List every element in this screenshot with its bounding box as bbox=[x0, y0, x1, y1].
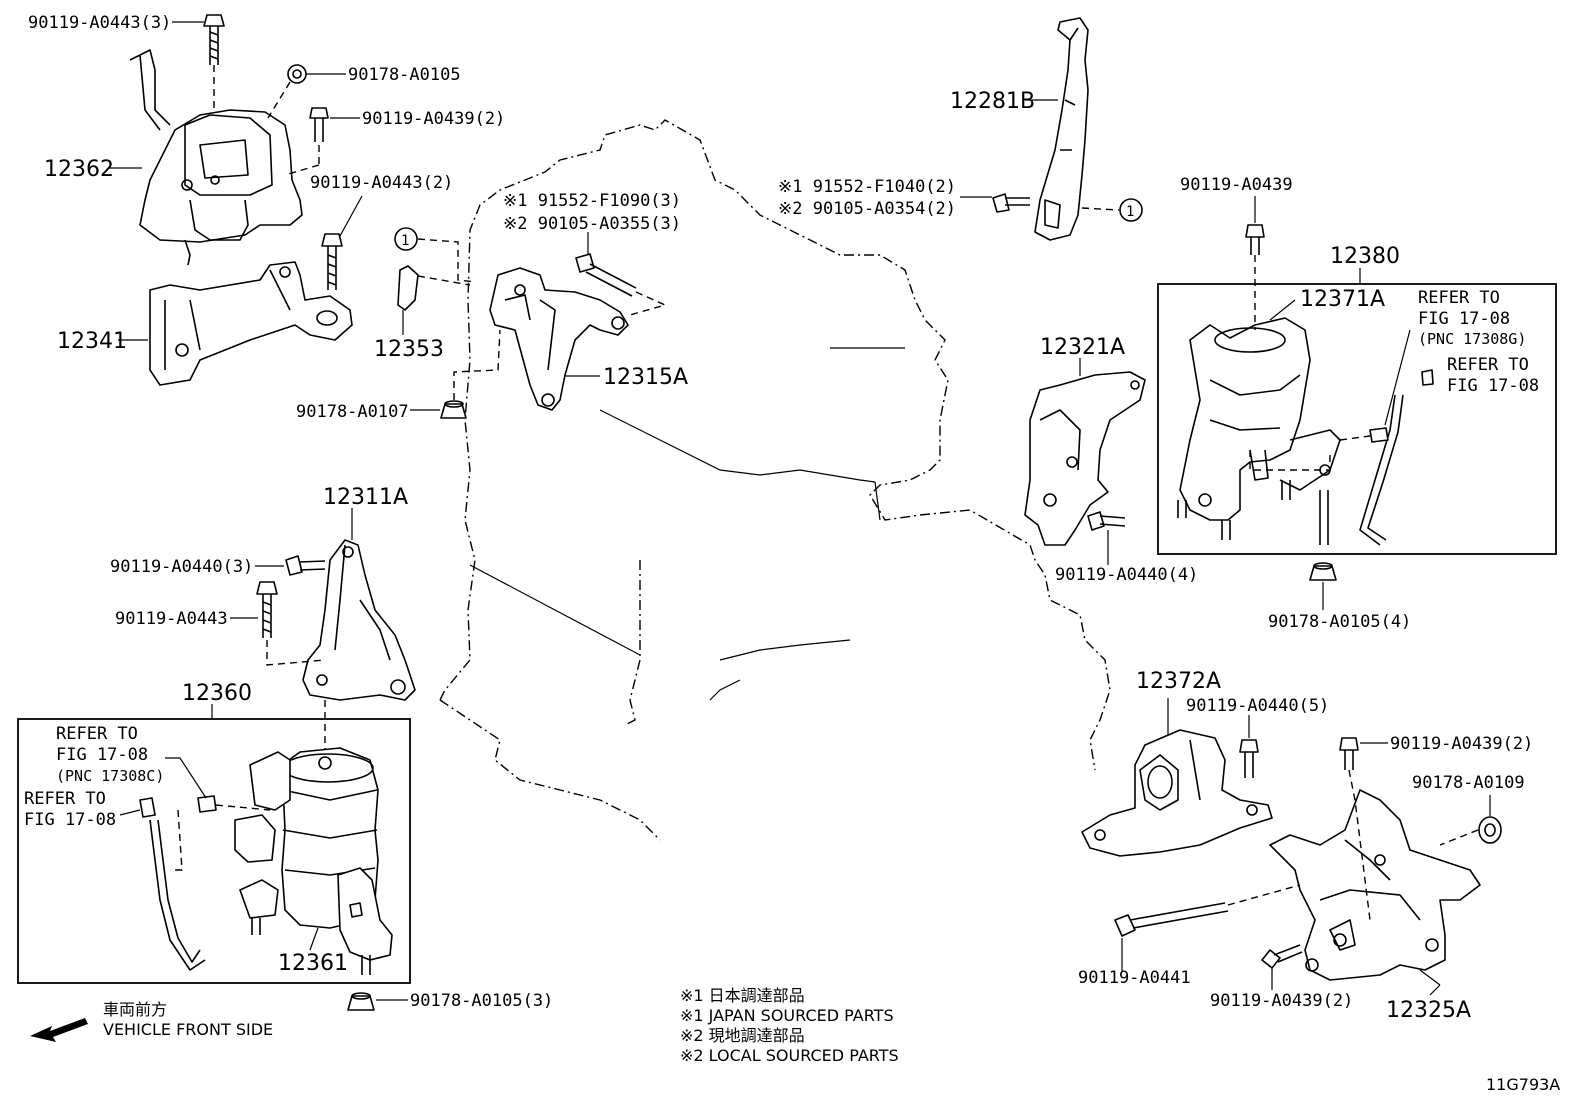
vehicle-front-arrow-icon bbox=[30, 1018, 88, 1042]
engine-outline bbox=[439, 119, 1111, 841]
front-label-jp: 車両前方 bbox=[103, 1000, 167, 1019]
part-12325a-bracket bbox=[1269, 789, 1481, 981]
legend-jp1: ※1 日本調達部品 bbox=[680, 986, 805, 1005]
bolt-icon-a0439-right bbox=[1245, 224, 1265, 255]
ref-right-1-line2: FIG 17-08 bbox=[1418, 309, 1510, 329]
label-90178-a0109: 90178-A0109 bbox=[1412, 773, 1525, 793]
label-90119-a0441: 90119-A0441 bbox=[1078, 968, 1191, 988]
nut-icon-a0105-3 bbox=[347, 992, 375, 1011]
label-12321a: 12321A bbox=[1040, 335, 1125, 360]
labels: 90119-A0443(3) 90178-A0105 90119-A0439(2… bbox=[24, 13, 1560, 1094]
label-90178-a0105-4: 90178-A0105(4) bbox=[1268, 612, 1411, 632]
part-12372a-mount bbox=[1081, 729, 1273, 857]
part-12371a-mount bbox=[1177, 317, 1341, 545]
label-12360: 12360 bbox=[182, 681, 252, 706]
label-90178-a0105-3: 90178-A0105(3) bbox=[410, 991, 553, 1011]
legend-jp2: ※2 現地調達部品 bbox=[680, 1026, 805, 1045]
part-12281b-bracket bbox=[1034, 17, 1089, 241]
legend-en1: ※1 JAPAN SOURCED PARTS bbox=[680, 1006, 894, 1025]
nut-icon-a0105-4 bbox=[1309, 562, 1337, 581]
front-label-en: VEHICLE FRONT SIDE bbox=[103, 1020, 273, 1039]
label-90178-a0107: 90178-A0107 bbox=[296, 402, 409, 422]
label-90105-a0354: ※2 90105-A0354(2) bbox=[778, 199, 956, 219]
label-91552-f1090: ※1 91552-F1090(3) bbox=[503, 191, 681, 211]
hose-left bbox=[139, 795, 217, 971]
part-12361-mount bbox=[234, 747, 393, 975]
label-90119-a0440-3: 90119-A0440(3) bbox=[110, 557, 253, 577]
label-12372a: 12372A bbox=[1136, 669, 1221, 694]
label-90119-a0443-2: 90119-A0443(2) bbox=[310, 173, 453, 193]
ref-left-1-line1: REFER TO bbox=[56, 724, 138, 744]
label-90119-a0439-2-bot: 90119-A0439(2) bbox=[1210, 991, 1353, 1011]
label-12325a: 12325A bbox=[1386, 998, 1471, 1023]
bolt-icon-a0355 bbox=[575, 253, 637, 297]
nut-icon-a0109 bbox=[1478, 816, 1502, 844]
nut-icon-a0105 bbox=[287, 64, 307, 84]
label-90119-a0439-2-br: 90119-A0439(2) bbox=[1390, 734, 1533, 754]
callout-circle-1-right bbox=[1119, 198, 1143, 222]
bolt-icon-a0443-2 bbox=[321, 233, 343, 290]
label-90119-a0443: 90119-A0443 bbox=[115, 609, 228, 629]
label-12315a: 12315A bbox=[603, 365, 688, 390]
ref-right-2-line1: REFER TO bbox=[1447, 355, 1529, 375]
label-90119-a0440-4: 90119-A0440(4) bbox=[1055, 565, 1198, 585]
bolt-icon-a0443 bbox=[256, 581, 278, 638]
bolt-icon-f1040 bbox=[992, 193, 1030, 213]
ref-left-2-line2: FIG 17-08 bbox=[24, 810, 116, 830]
label-12361: 12361 bbox=[278, 951, 348, 976]
label-12341: 12341 bbox=[57, 329, 127, 354]
part-12362-mount bbox=[108, 49, 303, 266]
bolt-icon-a0440-3 bbox=[285, 555, 326, 576]
part-12341-bracket bbox=[149, 261, 353, 386]
ref-right-2-line2: FIG 17-08 bbox=[1447, 376, 1539, 396]
ref-left-1-line2: FIG 17-08 bbox=[56, 745, 148, 765]
bolt-icon-a0440-4 bbox=[1087, 511, 1126, 531]
label-90105-a0355: ※2 90105-A0355(3) bbox=[503, 214, 681, 234]
label-12353: 12353 bbox=[374, 337, 444, 362]
label-91552-f1040: ※1 91552-F1040(2) bbox=[778, 177, 956, 197]
label-90178-a0105: 90178-A0105 bbox=[348, 65, 461, 85]
label-90119-a0439-2-top: 90119-A0439(2) bbox=[362, 109, 505, 129]
label-12362: 12362 bbox=[44, 157, 114, 182]
bolt-icon-a0439-2-br bbox=[1339, 737, 1359, 770]
bolt-icon-a0441 bbox=[1114, 902, 1229, 937]
bolt-icon-a0439-2-bot bbox=[1261, 944, 1303, 969]
legend-en2: ※2 LOCAL SOURCED PARTS bbox=[680, 1046, 899, 1065]
label-90119-a0439-right: 90119-A0439 bbox=[1180, 175, 1293, 195]
part-12311a-bracket bbox=[302, 539, 416, 701]
label-90119-a0443-3: 90119-A0443(3) bbox=[28, 13, 171, 33]
diagram-id: 11G793A bbox=[1486, 1075, 1560, 1094]
part-12353-stay bbox=[397, 265, 419, 335]
ref-left-2-line1: REFER TO bbox=[24, 789, 106, 809]
ref-right-1-line3: (PNC 17308G) bbox=[1418, 330, 1526, 348]
assembly-box-12380 bbox=[1157, 283, 1557, 555]
label-12380: 12380 bbox=[1330, 244, 1400, 269]
bolt-icon-a0440-5 bbox=[1239, 739, 1259, 778]
label-12311a: 12311A bbox=[323, 485, 408, 510]
ref-left-1-line3: (PNC 17308C) bbox=[56, 767, 164, 785]
callout-number-left: 1 bbox=[401, 233, 409, 249]
bolt-icon-a0443-3 bbox=[203, 14, 225, 65]
hose-right bbox=[1359, 369, 1434, 546]
part-12321a-bracket bbox=[1024, 371, 1146, 546]
label-90119-a0440-5: 90119-A0440(5) bbox=[1186, 696, 1329, 716]
assembly-box-12360 bbox=[17, 718, 411, 984]
ref-right-1-line1: REFER TO bbox=[1418, 288, 1500, 308]
part-12315a-bracket bbox=[489, 267, 629, 411]
bolt-icon-a0439-2-top bbox=[309, 107, 329, 142]
callout-circle-1-left bbox=[394, 227, 418, 251]
nut-icon-a0107 bbox=[440, 400, 467, 419]
label-12371a: 12371A bbox=[1300, 287, 1385, 312]
callout-number-right: 1 bbox=[1126, 204, 1134, 220]
label-12281b: 12281B bbox=[950, 89, 1035, 114]
